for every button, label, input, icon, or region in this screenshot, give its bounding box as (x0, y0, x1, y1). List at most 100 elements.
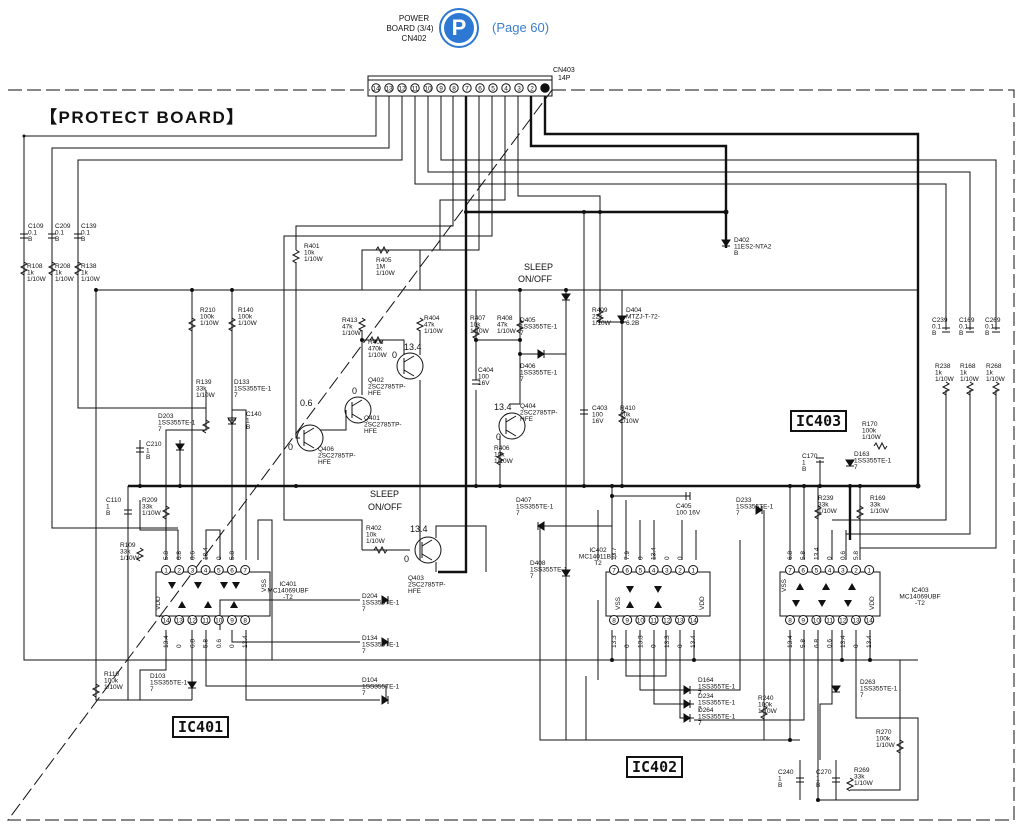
pin-voltage: 0.6 (840, 551, 847, 560)
gate-symbol (204, 601, 212, 608)
ic-pin-number: 9 (625, 618, 629, 625)
connector-pin-number: 5 (491, 86, 495, 93)
connector-pin (540, 83, 550, 93)
ic-pin (864, 565, 875, 575)
ic-pin-number: 12 (663, 618, 671, 625)
pin-voltage: 0 (827, 556, 834, 560)
ic-pin-number: 2 (678, 568, 682, 575)
ic-pin (161, 615, 171, 625)
ic-pin (622, 615, 633, 625)
ic-pin-number: 2 (177, 568, 181, 575)
gate-symbol (792, 600, 800, 607)
ic-pin (200, 565, 211, 575)
connector-pin (475, 83, 485, 93)
onoff-label-2: ON/OFF (368, 502, 402, 512)
gate-symbol (654, 601, 662, 608)
vss-label: VSS (615, 596, 622, 610)
pin-voltage: 13.4 (163, 635, 170, 648)
pin-voltage: 0 (677, 644, 684, 648)
ic-pin (240, 615, 251, 625)
pin-voltage: 13.3 (637, 635, 644, 648)
ic-pin-number: 5 (815, 568, 819, 575)
board-outline (7, 89, 1015, 821)
ic-pin-number: 2 (854, 568, 858, 575)
pin-voltage: 13.4 (242, 635, 249, 648)
onoff-label-1: ON/OFF (518, 274, 552, 284)
ic-pin-number: 11 (826, 618, 833, 625)
pin-voltage: 0 (637, 556, 644, 560)
connector-pin (410, 83, 420, 93)
ic403-label-box: IC403 (790, 410, 848, 432)
ic-pin-number: 8 (788, 618, 792, 625)
connector-pin (449, 83, 459, 93)
ic-pin (174, 565, 185, 575)
ic-pin-number: 13 (852, 618, 860, 625)
pin-voltage: 0 (677, 556, 684, 560)
connector-bracket (367, 75, 553, 80)
ic-pin-number: 7 (243, 568, 247, 575)
ic-pin (187, 565, 198, 575)
ic-pin-number: 7 (788, 568, 792, 575)
pin-voltage: 13.4 (651, 547, 658, 560)
ic-pin (837, 565, 848, 575)
voltage-q403-c: 13.4 (410, 524, 428, 534)
ic-pin-number: 8 (243, 618, 247, 625)
sleep-label-2: SLEEP (370, 489, 400, 499)
ic-pin (174, 615, 185, 625)
ic-pin (648, 615, 659, 625)
connector-pin (423, 83, 433, 93)
gate-symbol (230, 601, 238, 608)
ic402-label-box: IC402 (626, 756, 684, 778)
resistor-symbols (19, 245, 1001, 792)
ic-pin-number: 1 (164, 568, 168, 575)
ic-pin-number: 11 (650, 618, 657, 625)
pin-voltage: 5.8 (229, 551, 236, 560)
ic-pin (635, 615, 646, 625)
connector-pin-number: 11 (412, 86, 419, 93)
ic-pin-number: 6 (230, 568, 234, 575)
ic-pin-number: 3 (841, 568, 845, 575)
ic-pin (661, 565, 672, 575)
pin-voltage: 13.4 (787, 635, 794, 648)
page-badge-icon[interactable]: P (439, 8, 479, 48)
vss-label: VSS (781, 578, 788, 592)
ic-pin (213, 565, 224, 575)
ic-pin-number: 4 (828, 568, 832, 575)
ic-pin (798, 615, 809, 625)
ic-pin (213, 615, 224, 625)
ic-pin-number: 14 (162, 618, 170, 625)
pin-voltage: 0 (229, 644, 236, 648)
pin-voltage: 0.6 (216, 639, 223, 648)
ic-pin-number: 5 (217, 568, 221, 575)
page-reference-link[interactable]: (Page 60) (492, 20, 550, 35)
cn403-label: CN403 (553, 67, 575, 74)
connector-pin-number: 7 (465, 86, 469, 93)
